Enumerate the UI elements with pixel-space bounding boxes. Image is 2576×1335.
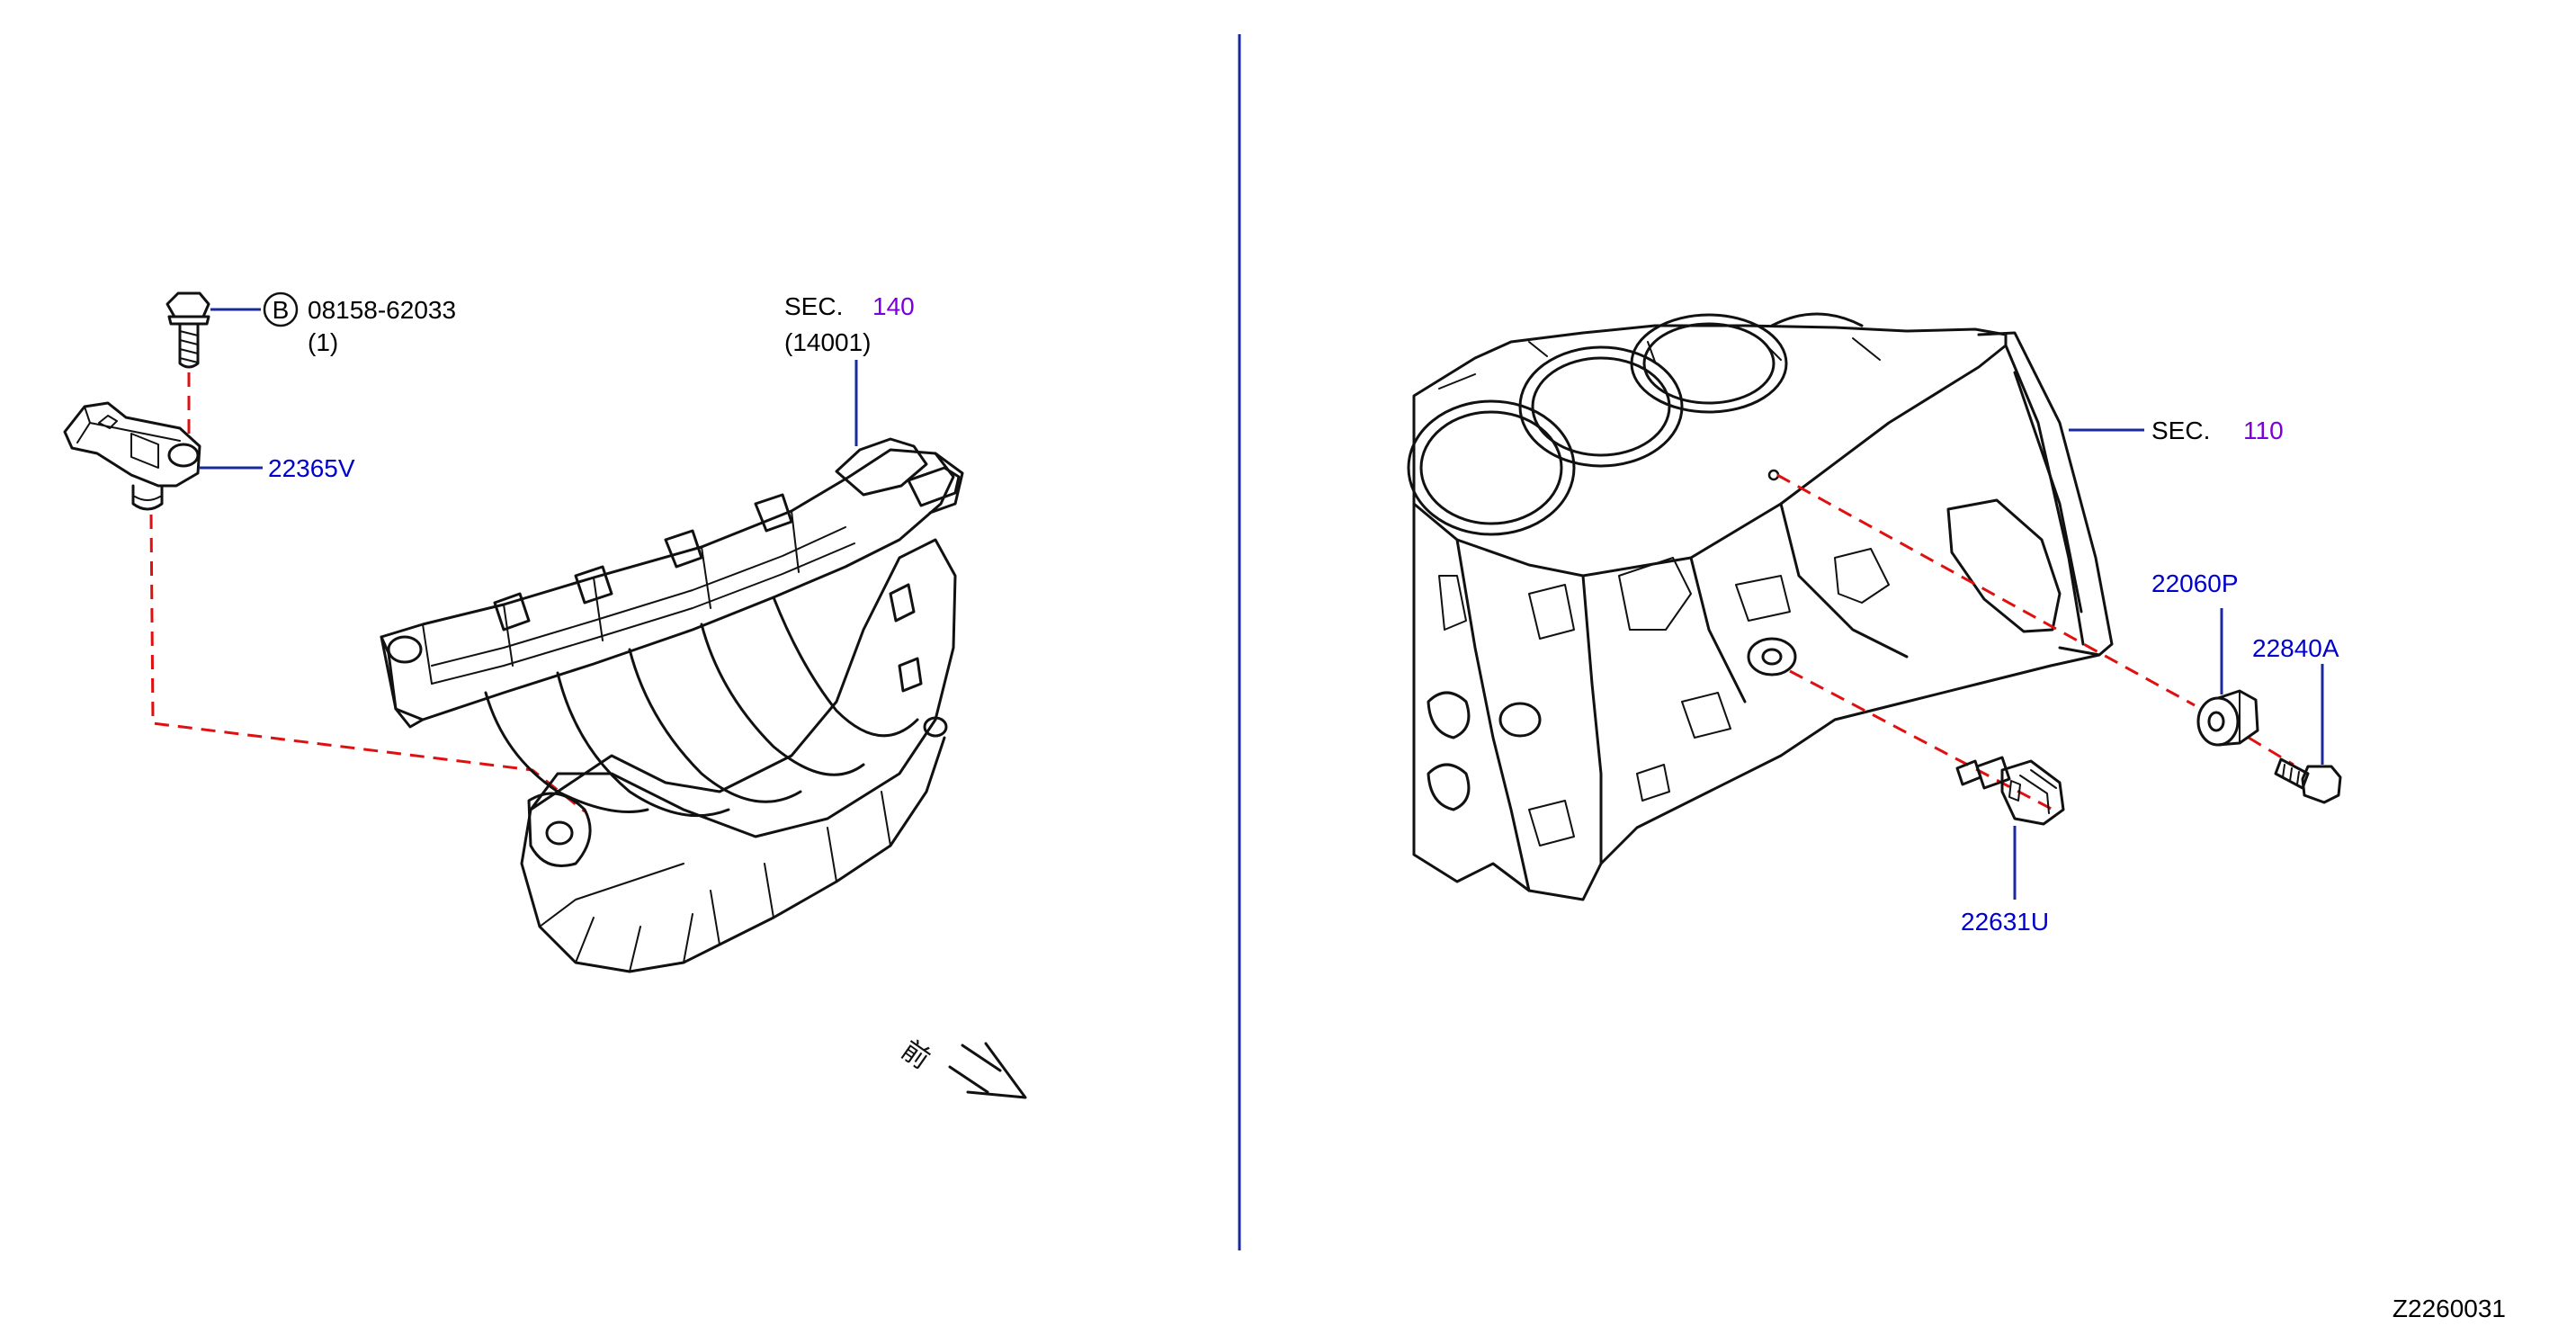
temp-sensor-part-number[interactable]: 22631U — [1961, 908, 2049, 936]
bolt-part-number[interactable]: 08158-62033 — [308, 296, 456, 324]
intake-manifold-assembly[interactable] — [380, 437, 964, 973]
callout-b-circle: B — [263, 291, 299, 327]
sec-110-link[interactable]: 110 — [2243, 417, 2284, 444]
sec-140-prefix: SEC. — [784, 292, 843, 320]
knock-sensor-to-bolt-guide — [2248, 736, 2294, 766]
sensor-part-number[interactable]: 22365V — [268, 454, 355, 482]
bolt-quantity: (1) — [308, 328, 338, 356]
temp-sensor-22631U[interactable] — [1955, 756, 2065, 826]
sec-110-prefix: SEC. — [2151, 417, 2210, 444]
front-arrow-icon — [948, 1042, 1027, 1099]
diagram-id: Z2260031 — [2393, 1295, 2506, 1322]
knock-bolt-part-number[interactable]: 22840A — [2252, 634, 2339, 662]
block-to-knock-sensor-guide — [1776, 473, 2196, 707]
block-to-temp-sensor-guide — [1789, 669, 2061, 815]
sec-140-subref: (14001) — [784, 328, 872, 356]
front-mark: 前 — [896, 1035, 935, 1075]
knock-sensor-bolt-22840A[interactable] — [2274, 757, 2342, 804]
knock-sensor-22060P[interactable] — [2196, 689, 2259, 747]
bolt-08158-62033[interactable] — [165, 291, 210, 369]
knock-sensor-part-number[interactable]: 22060P — [2151, 569, 2239, 597]
callout-b-letter: B — [273, 296, 290, 324]
cylinder-block[interactable] — [1407, 312, 2114, 901]
sec-140-link[interactable]: 140 — [872, 292, 915, 320]
sensor-to-manifold-guide — [149, 514, 586, 813]
map-sensor-22365V[interactable] — [63, 401, 201, 511]
